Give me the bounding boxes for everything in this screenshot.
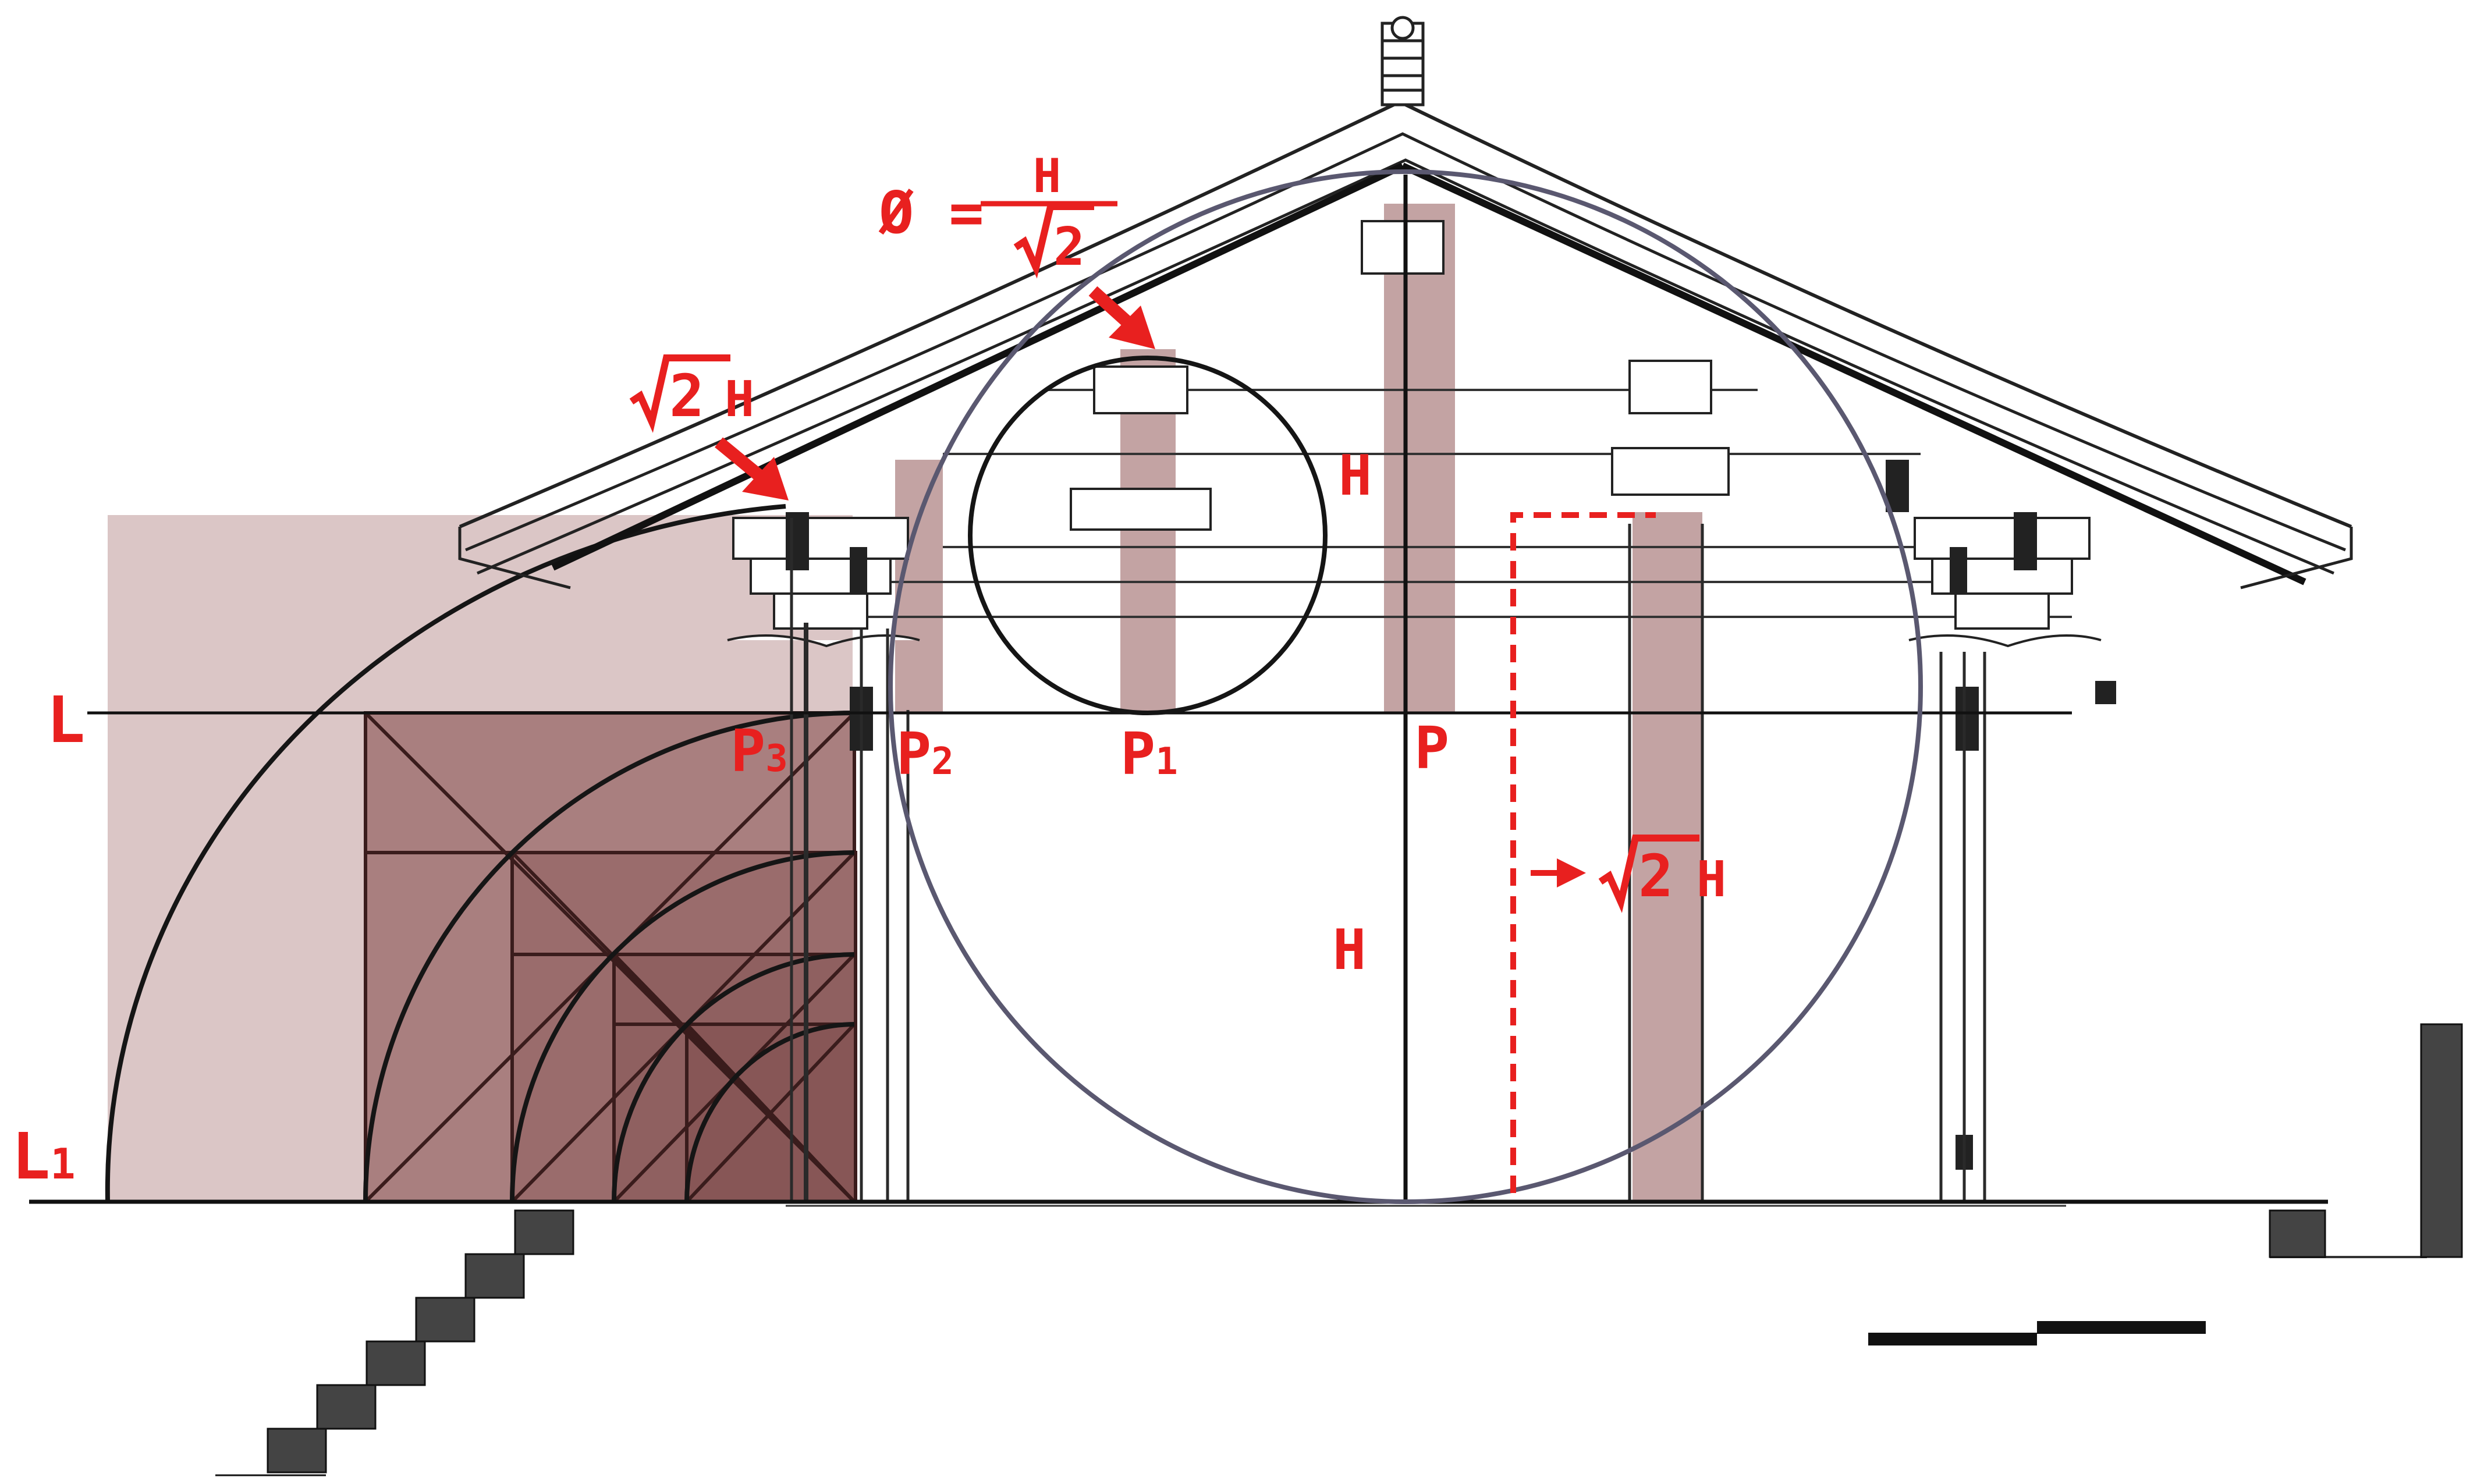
radical-left xyxy=(629,354,730,433)
column-tints xyxy=(895,204,1702,1202)
label-L1-sub: 1 xyxy=(50,1139,75,1188)
beams xyxy=(786,389,2072,618)
right-wall xyxy=(2269,1023,2463,1258)
radical-formula xyxy=(1013,203,1094,279)
columns xyxy=(790,518,1986,1202)
label-H-upper: H xyxy=(1339,444,1372,508)
label-P1: P1 xyxy=(1120,720,1178,788)
label-P3-sub: 3 xyxy=(765,737,788,780)
arrow-phi xyxy=(1088,286,1155,349)
label-H-lower: H xyxy=(1333,918,1366,982)
radical-right xyxy=(1598,835,1699,913)
label-P2-sub: 2 xyxy=(931,740,954,783)
label-sqrt2h-left-var: H xyxy=(725,371,754,428)
dashed-guide xyxy=(1510,512,1656,1193)
large-circle xyxy=(888,169,1923,1204)
small-circle xyxy=(968,356,1328,715)
label-sqrt2h-right-coef: 2 xyxy=(1638,842,1673,910)
roof xyxy=(458,16,2353,590)
label-P3: P3 xyxy=(730,717,788,785)
arrow-sqrt2h-right xyxy=(1531,858,1586,887)
label-P2: P2 xyxy=(896,720,954,788)
steps xyxy=(215,1209,574,1476)
label-L: L xyxy=(47,683,85,757)
label-sqrt2h-left-coef: 2 xyxy=(669,362,704,430)
formula-lhs: Ø = xyxy=(878,179,984,247)
radical-signs xyxy=(629,203,1699,913)
arrows xyxy=(715,286,1586,887)
scale-bar xyxy=(1868,1321,2206,1345)
label-P1-sub: 1 xyxy=(1155,740,1178,783)
formula-denominator: 2 xyxy=(1053,216,1085,278)
label-P: P xyxy=(1414,714,1449,782)
label-L1: L1 xyxy=(12,1119,76,1194)
label-sqrt2h-right-var: H xyxy=(1697,851,1726,908)
arrow-sqrt2h-left xyxy=(715,437,789,500)
formula-numerator: H xyxy=(1033,149,1061,203)
